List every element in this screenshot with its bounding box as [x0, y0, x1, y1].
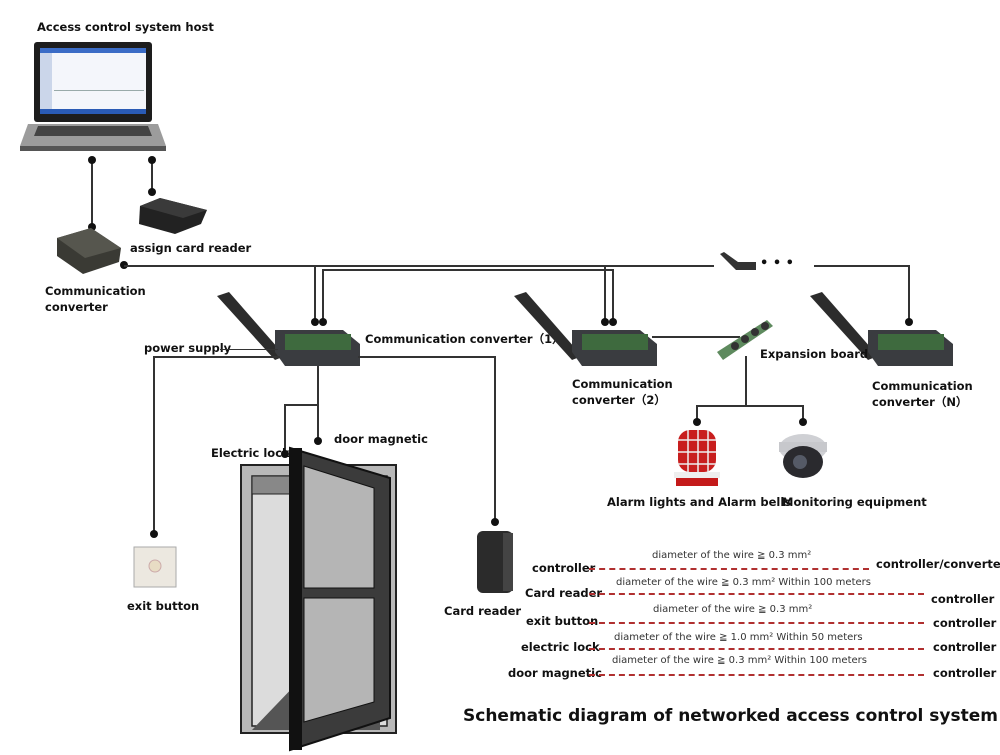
assign-card-reader-icon: [139, 198, 207, 234]
alarm-label: Alarm lights and Alarm bells: [607, 495, 792, 509]
controller-n-icon: [810, 292, 953, 366]
controller-n-label: Communication converter（N）: [872, 379, 973, 409]
controller-1-icon: [217, 292, 360, 366]
monitoring-label: Monitoring equipment: [782, 495, 927, 509]
host-label: Access control system host: [37, 20, 214, 34]
exit-button-label: exit button: [127, 599, 200, 613]
network-device-icon: [720, 252, 756, 270]
electric-lock-label: Electric lock: [211, 446, 290, 460]
laptop-icon: [20, 42, 166, 151]
power-supply-label: power supply: [144, 341, 232, 355]
controller-2-label: Communication converter（2）: [572, 377, 673, 407]
card-reader-icon: [477, 531, 513, 593]
expansion-board-label: Expansion board: [760, 347, 869, 361]
ellipsis: • • •: [760, 256, 794, 271]
alarm-light-icon: [674, 430, 720, 486]
expansion-board-icon: [717, 320, 773, 360]
exit-button-icon: [133, 546, 177, 588]
communication-converter-icon: [57, 228, 121, 274]
door-magnetic-label: door magnetic: [334, 432, 428, 446]
communication-converter-label: Communication converter: [45, 284, 146, 314]
assign-card-reader-label: assign card reader: [130, 241, 252, 255]
diagram-title: Schematic diagram of networked access co…: [463, 706, 998, 726]
controller-2-icon: [514, 292, 657, 366]
card-reader-label: Card reader: [444, 604, 522, 618]
camera-icon: [779, 434, 827, 478]
door-icon: [240, 446, 397, 752]
controller-1-label: Communication converter（1）: [365, 332, 564, 346]
